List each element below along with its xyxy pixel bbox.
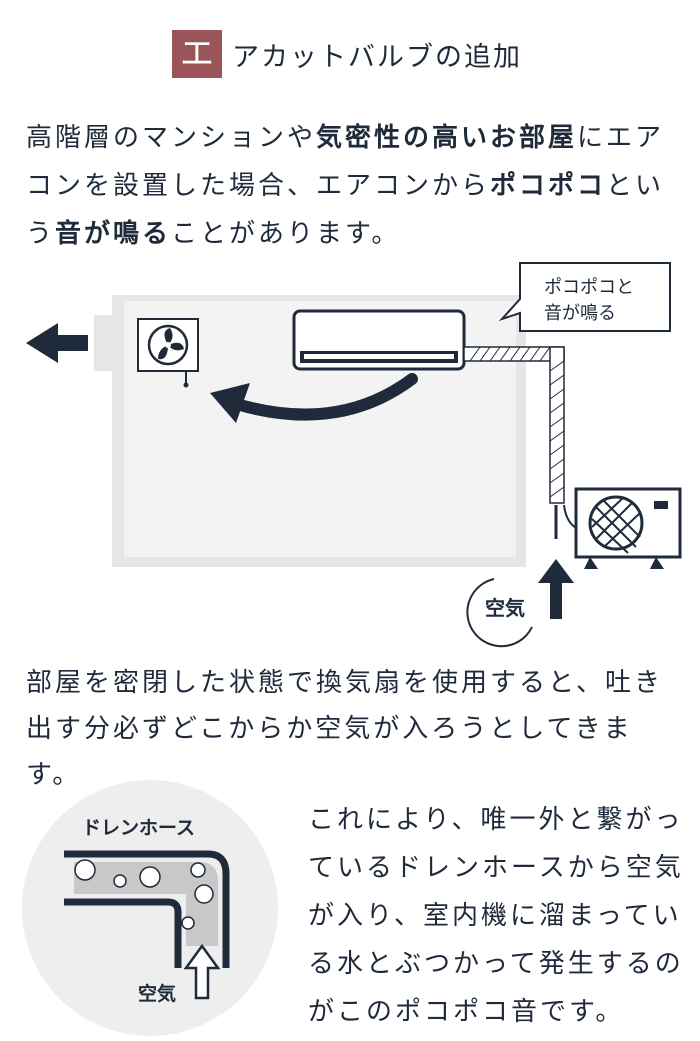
title-text: アカットバルブの追加 xyxy=(232,41,522,73)
bubble-line-1: ポコポコと xyxy=(544,277,634,298)
indoor-ac-unit-icon xyxy=(292,309,466,371)
hose-outer-wall xyxy=(64,850,230,968)
bubble-line-2: 音が鳴る xyxy=(544,303,616,324)
hose-inner-wall xyxy=(64,898,182,968)
air-bubbles xyxy=(74,859,214,930)
hose-label: ドレンホース xyxy=(82,817,195,839)
bottom-paragraph: これにより、唯一外と繋がっているドレンホースから空気が入り、室内機に溜まっている… xyxy=(308,805,684,1027)
drain-hose-pipe xyxy=(463,346,579,530)
water-fill xyxy=(74,862,218,946)
air-label-1: 空気 xyxy=(485,596,525,620)
diagram-circle-bg xyxy=(22,780,278,1036)
air-up-arrow-icon xyxy=(183,943,221,1000)
intro-bold-3: 音が鳴る xyxy=(55,219,172,249)
ventilation-fan-icon xyxy=(137,318,199,388)
room-diagram: 空気 ポコポコと 音が鳴る xyxy=(26,262,682,648)
exhaust-arrow-icon xyxy=(26,323,88,363)
sound-speech-bubble: ポコポコと 音が鳴る xyxy=(498,262,671,332)
title-mark: エ xyxy=(172,30,222,78)
air-label-2: 空気 xyxy=(138,982,176,1005)
wall-vent-box xyxy=(94,315,124,371)
intro-bold-1: 気密性の高いお部屋 xyxy=(316,123,578,153)
air-label-badge: 空気 xyxy=(466,578,533,648)
airflow-arrow-icon xyxy=(234,373,418,421)
intro-text-4: ことがあります。 xyxy=(171,219,401,249)
section-title: エ アカットバルブの追加 xyxy=(172,30,522,78)
drain-hose-diagram: ドレンホース 空気 xyxy=(22,780,278,1036)
intro-text-2: にエアコンを設置した場合、エアコンから xyxy=(26,123,665,201)
intro-paragraph: 高階層のマンションや気密性の高いお部屋にエアコンを設置した場合、エアコンからポコ… xyxy=(26,114,686,258)
intro-text-1: 高階層のマンションや xyxy=(26,123,317,153)
middle-paragraph: 部屋を密閉した状態で換気扇を使用すると、吐き出す分必ずどこからか空気が入ろうとし… xyxy=(26,668,663,790)
intro-bold-2: ポコポコ xyxy=(490,171,607,201)
air-intake-arrow-icon xyxy=(538,559,574,619)
outdoor-unit-icon xyxy=(574,487,682,569)
intro-text-3: という xyxy=(26,171,665,249)
